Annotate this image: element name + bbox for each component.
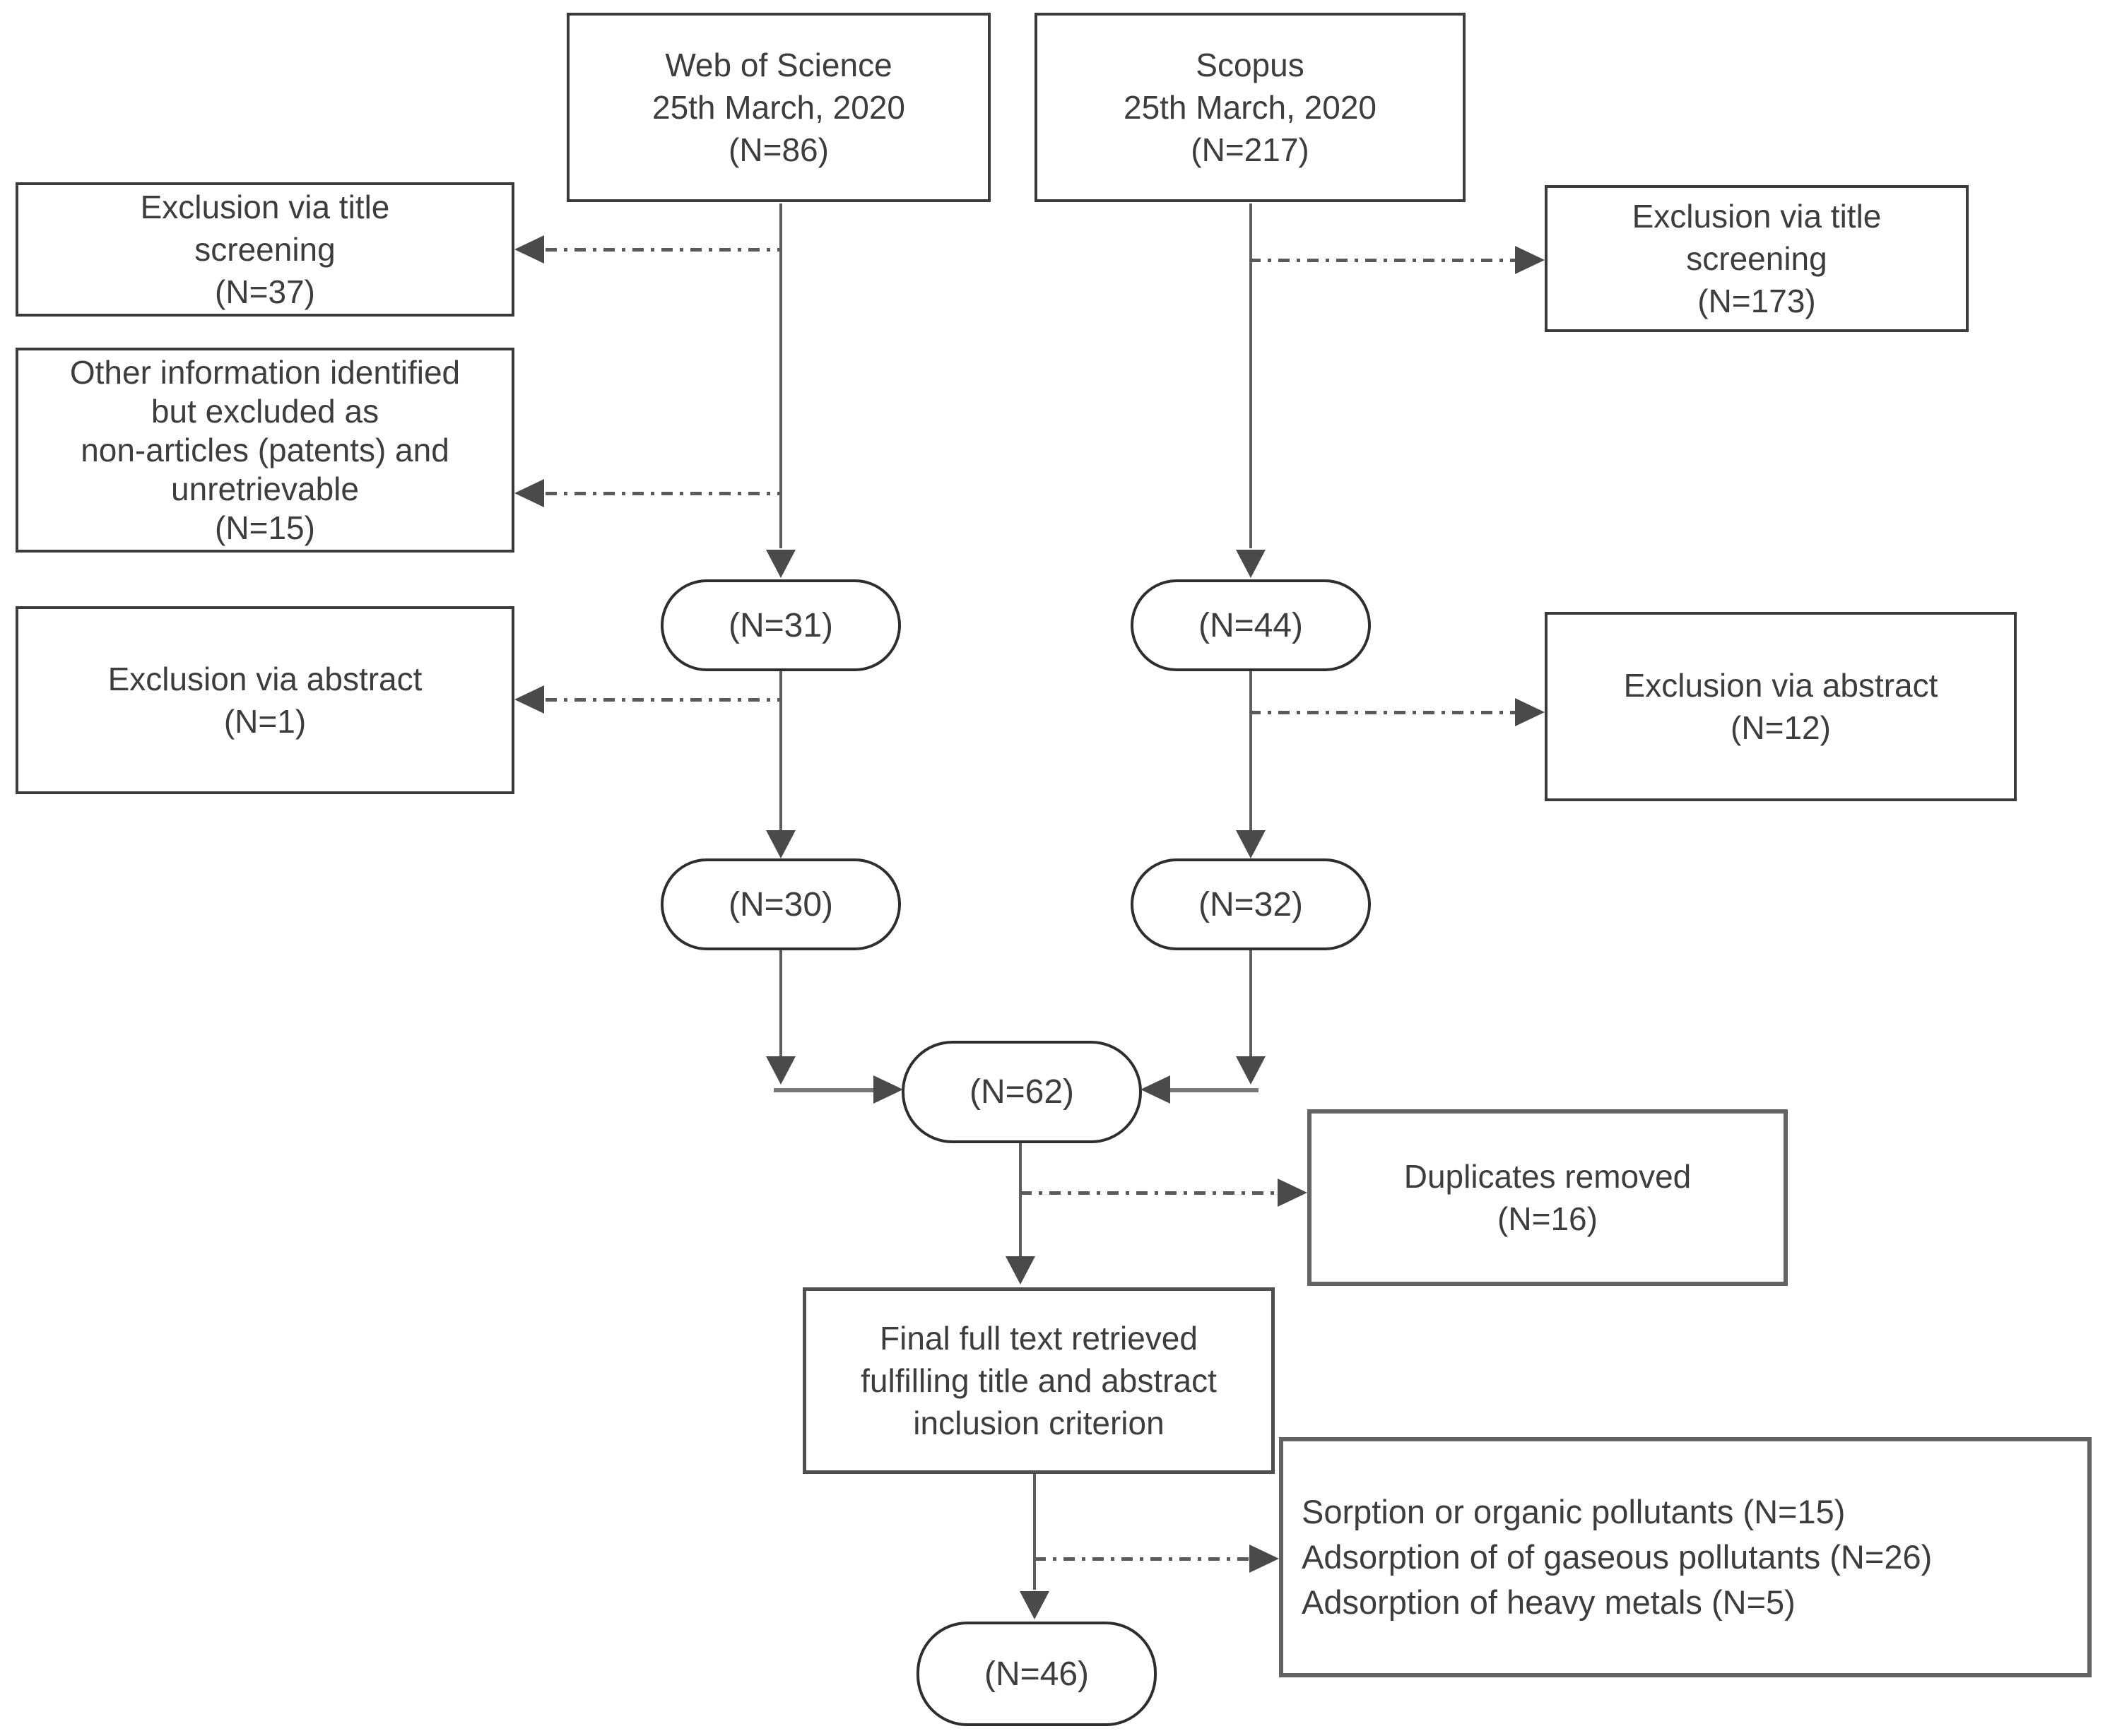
text-line: unretrievable: [171, 470, 359, 507]
exclusion-abstract-wos-box: Exclusion via abstract (N=1): [16, 606, 514, 794]
arrow-n62-to-final: [1019, 1143, 1022, 1256]
exclusion-title-screening-wos-box: Exclusion via title screening (N=37): [16, 182, 514, 317]
arrowhead-right-icon: [1278, 1179, 1307, 1207]
text-line: (N=1): [223, 703, 307, 740]
arrow-n32-down: [1249, 950, 1252, 1056]
count-node-n30: (N=30): [661, 858, 901, 950]
other-information-excluded-box: Other information identified but exclude…: [16, 348, 514, 553]
text-line: but excluded as: [151, 392, 379, 430]
count-label: (N=46): [984, 1655, 1090, 1693]
count-label: (N=31): [728, 606, 834, 644]
count-node-n31: (N=31): [661, 579, 901, 671]
text-line: Web of Science: [665, 47, 892, 83]
text-line: (N=86): [729, 131, 829, 168]
arrow-scopus-to-n44: [1249, 203, 1252, 548]
arrowhead-down-icon: [1236, 830, 1266, 858]
text-line: Exclusion via abstract: [107, 661, 423, 697]
count-node-n62: (N=62): [902, 1041, 1142, 1143]
arrowhead-down-icon: [1236, 1056, 1266, 1085]
dashed-arrow-to-duplicates-removed: [1020, 1191, 1278, 1195]
text-line: inclusion criterion: [913, 1405, 1165, 1441]
arrowhead-down-icon: [766, 830, 796, 858]
arrowhead-down-icon: [766, 1056, 796, 1085]
text-line: 25th March, 2020: [652, 89, 905, 126]
source-box-scopus: Scopus 25th March, 2020 (N=217): [1035, 13, 1466, 202]
dashed-arrow-to-abstract-exclusion-wos: [546, 698, 779, 702]
arrowhead-right-icon: [1515, 698, 1545, 726]
duplicates-removed-box: Duplicates removed (N=16): [1307, 1109, 1788, 1286]
arrowhead-down-icon: [1236, 550, 1266, 578]
source-box-web-of-science: Web of Science 25th March, 2020 (N=86): [567, 13, 991, 202]
dashed-arrow-to-title-exclusion-wos: [546, 248, 779, 252]
text-line: Adsorption of heavy metals (N=5): [1302, 1583, 1796, 1621]
text-line: (N=16): [1497, 1200, 1598, 1237]
arrow-n31-to-n30: [779, 671, 782, 830]
dashed-arrow-to-abstract-exclusion-scopus: [1249, 711, 1515, 714]
text-line: screening: [1686, 240, 1827, 277]
arrow-n30-down: [779, 950, 782, 1056]
text-line: Adsorption of of gaseous pollutants (N=2…: [1302, 1538, 1933, 1576]
arrow-wos-to-n31: [779, 203, 782, 548]
exclusion-abstract-scopus-box: Exclusion via abstract (N=12): [1545, 612, 2017, 801]
text-line: Duplicates removed: [1403, 1158, 1692, 1195]
text-line: Exclusion via title: [140, 189, 390, 225]
text-line: (N=217): [1191, 131, 1309, 168]
text-line: (N=15): [215, 509, 315, 546]
arrowhead-right-icon: [873, 1075, 903, 1104]
dashed-arrow-to-title-exclusion-scopus: [1249, 259, 1515, 262]
text-line: Exclusion via abstract: [1623, 667, 1938, 704]
final-full-text-box: Final full text retrieved fulfilling tit…: [803, 1287, 1275, 1474]
text-line: Exclusion via title: [1632, 198, 1882, 235]
arrowhead-left-icon: [514, 235, 544, 264]
text-line: (N=173): [1697, 283, 1816, 319]
count-label: (N=30): [728, 885, 834, 923]
text-line: fulfilling title and abstract: [861, 1362, 1217, 1399]
count-node-n46: (N=46): [916, 1622, 1157, 1726]
arrowhead-left-icon: [1140, 1075, 1170, 1104]
arrowhead-right-icon: [1249, 1545, 1279, 1573]
arrow-left-into-n62: [774, 1088, 874, 1092]
count-node-n32: (N=32): [1131, 858, 1371, 950]
text-line: screening: [194, 231, 336, 268]
text-line: (N=37): [215, 273, 315, 310]
outcome-categories-box: Sorption or organic pollutants (N=15) Ad…: [1279, 1437, 2092, 1677]
arrow-right-into-n62: [1169, 1088, 1259, 1092]
count-label: (N=62): [969, 1073, 1075, 1111]
text-line: Other information identified: [69, 353, 461, 391]
text-line: (N=12): [1731, 709, 1831, 746]
arrowhead-left-icon: [514, 685, 544, 714]
text-line: Sorption or organic pollutants (N=15): [1302, 1493, 1846, 1530]
dashed-arrow-to-outcome-categories: [1035, 1557, 1249, 1561]
arrowhead-right-icon: [1515, 246, 1545, 274]
arrowhead-down-icon: [1006, 1256, 1035, 1285]
text-line: non-articles (patents) and: [81, 431, 449, 468]
text-line: Scopus: [1196, 47, 1304, 83]
text-line: Final full text retrieved: [880, 1320, 1198, 1357]
count-node-n44: (N=44): [1131, 579, 1371, 671]
arrowhead-down-icon: [766, 550, 796, 578]
count-label: (N=44): [1198, 606, 1304, 644]
arrow-final-to-n46: [1033, 1474, 1036, 1590]
text-line: 25th March, 2020: [1123, 89, 1377, 126]
arrowhead-left-icon: [514, 479, 544, 507]
count-label: (N=32): [1198, 885, 1304, 923]
arrow-n44-to-n32: [1249, 671, 1252, 830]
arrowhead-down-icon: [1020, 1591, 1049, 1619]
exclusion-title-screening-scopus-box: Exclusion via title screening (N=173): [1545, 185, 1969, 332]
dashed-arrow-to-other-information: [546, 492, 779, 495]
